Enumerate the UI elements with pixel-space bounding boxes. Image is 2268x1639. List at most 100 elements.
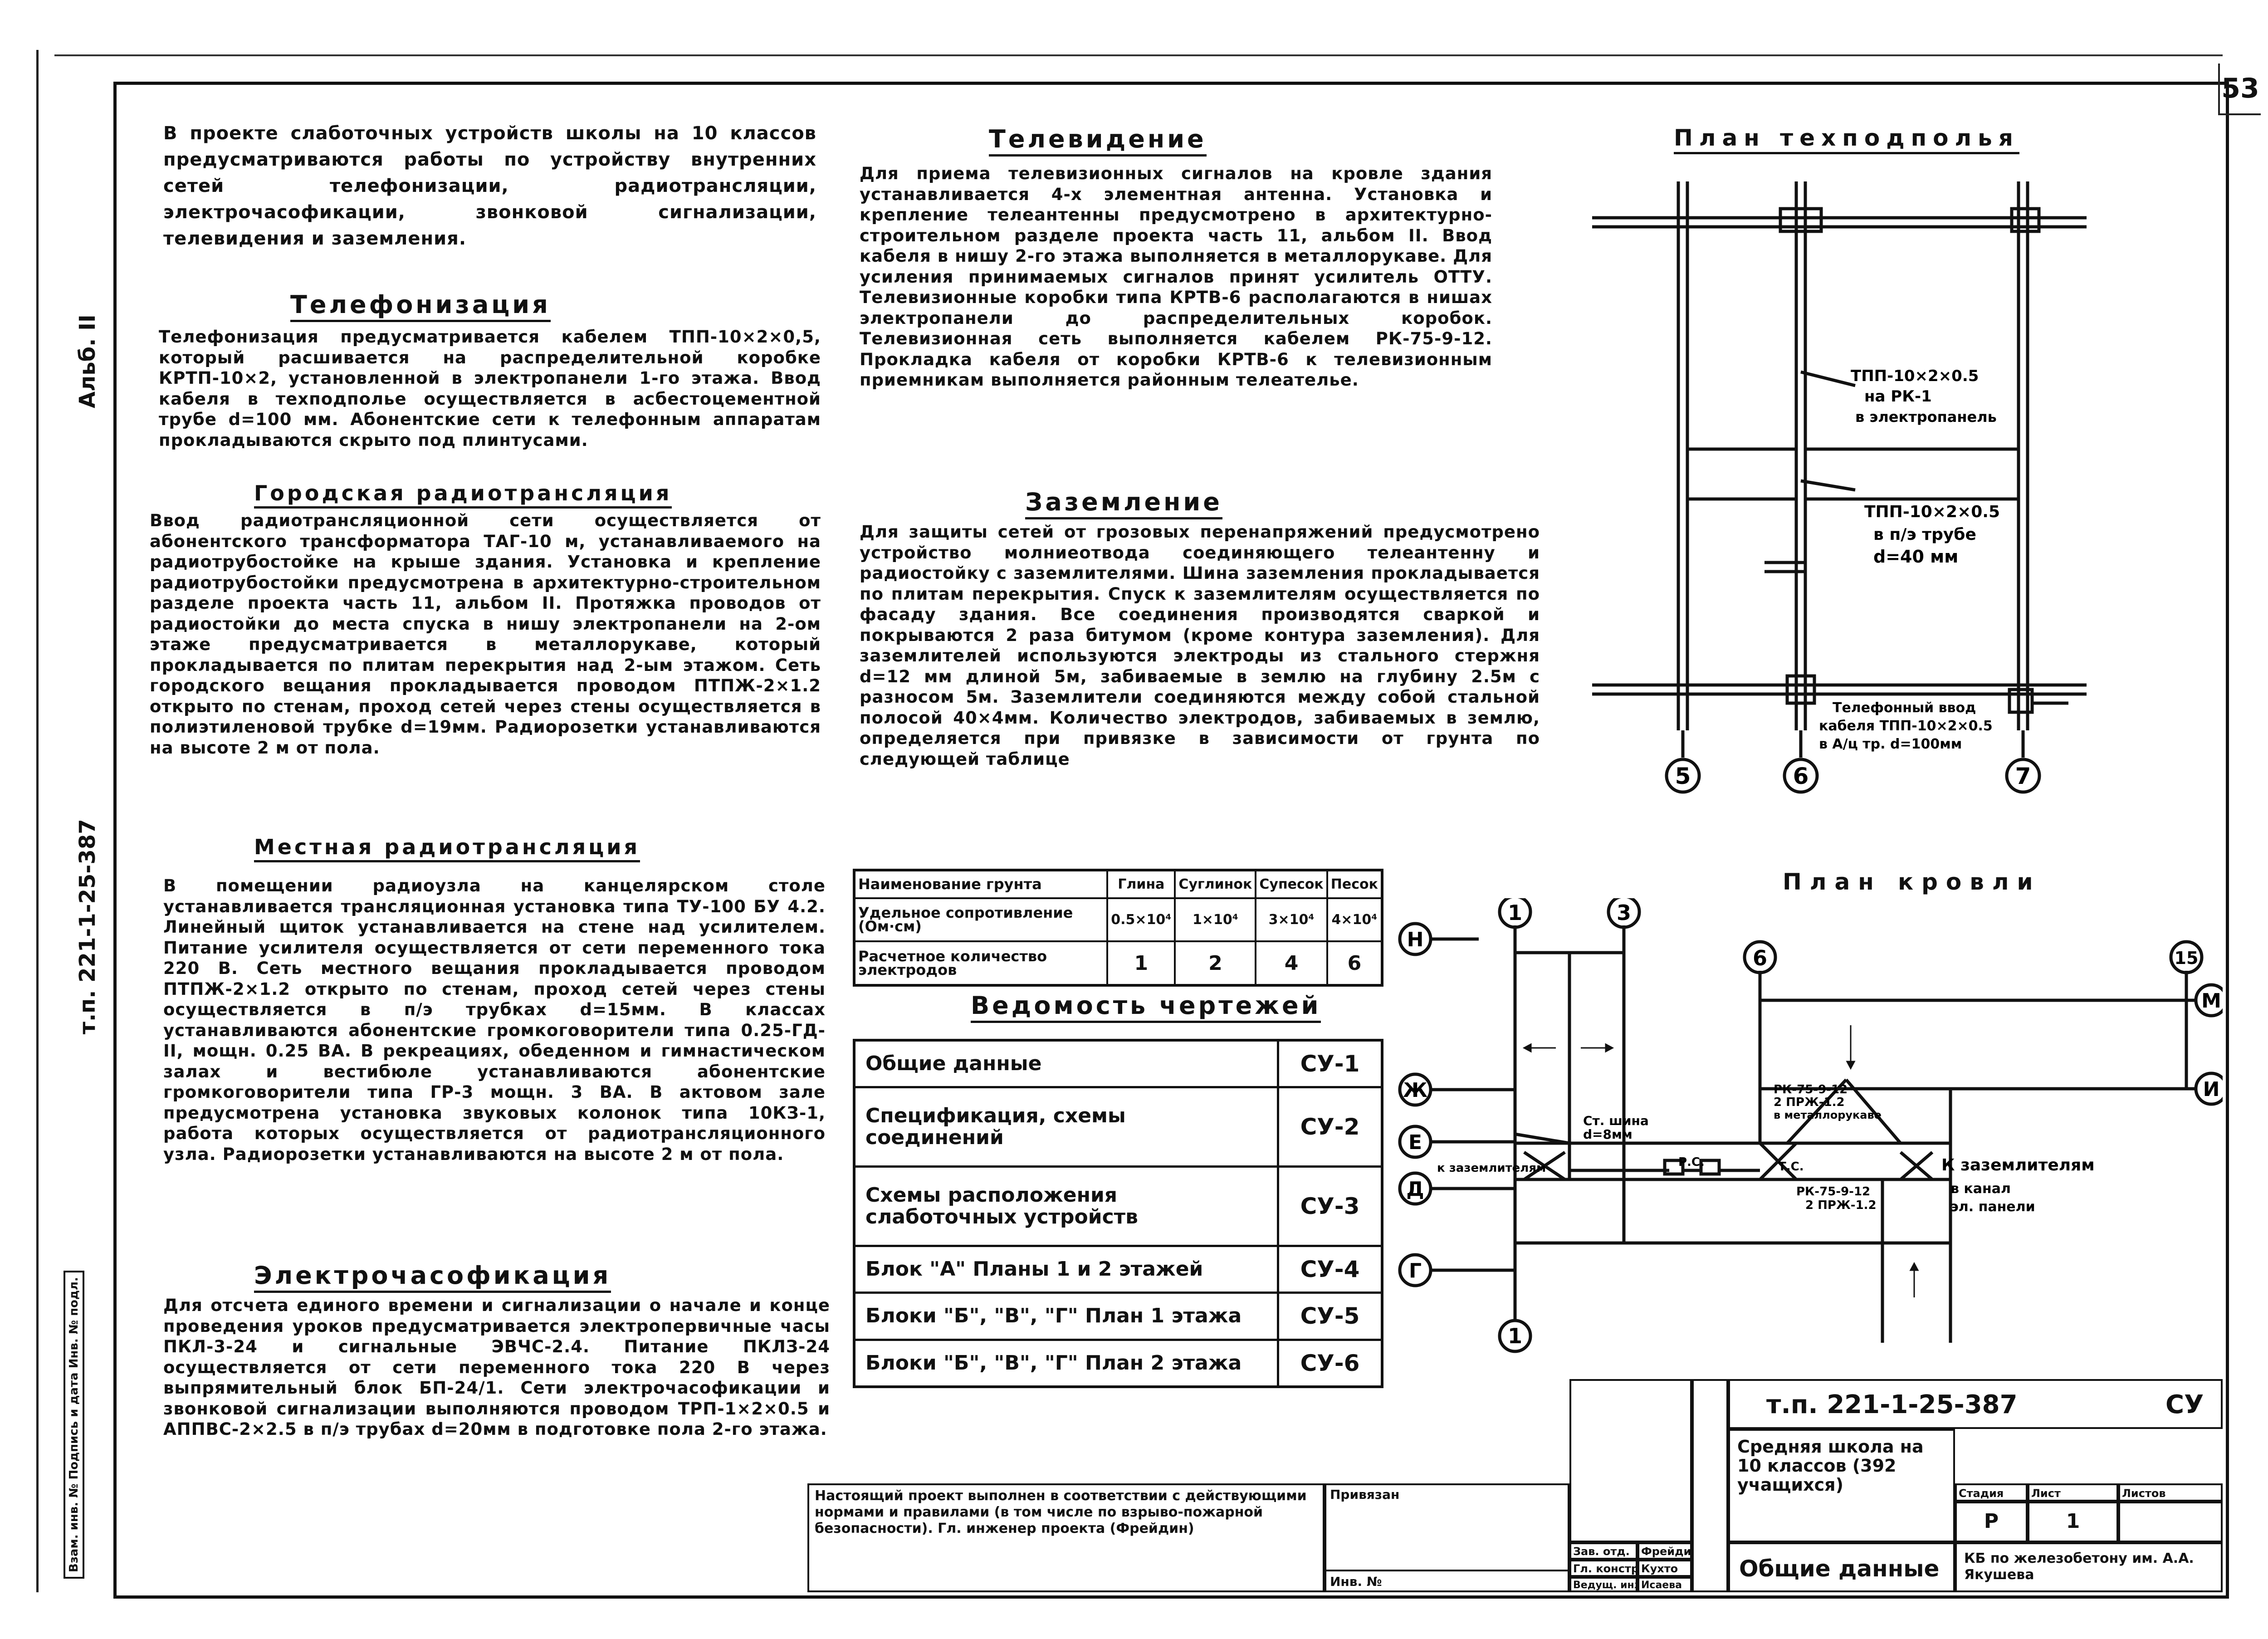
ground-heading: Заземление — [1025, 488, 1222, 519]
grid-area — [1569, 1379, 1692, 1542]
side-stamp: Взам. инв. № Подпись и дата Инв. № подл. — [64, 1271, 84, 1579]
roof-label-rk-top: РК-75-9-12 — [1774, 1083, 1848, 1096]
roof-axis-top: 15 — [2175, 948, 2199, 968]
clock-heading: Электрочасофикация — [254, 1261, 611, 1293]
stage-header: Стадия — [1955, 1483, 2028, 1502]
soil-cell: Расчетное количество электродов — [853, 940, 1109, 986]
basement-axis-7: 7 — [2015, 763, 2031, 789]
page-number: 53 — [2218, 64, 2261, 115]
roof-axis-left: Е — [1408, 1131, 1422, 1154]
basement-note1-l2: на РК-1 — [1864, 387, 1932, 406]
basement-note1-l3: в электропанель — [1855, 408, 1997, 426]
tv-heading: Телевидение — [989, 125, 1207, 157]
radio-local-text: В помещении радиоузла на канцелярском ст… — [163, 876, 826, 1164]
person-name: Кухто — [1637, 1560, 1692, 1577]
basement-note3-l1: Телефонный ввод — [1833, 700, 1976, 716]
sheet-code: СУ-3 — [1277, 1165, 1383, 1248]
project-code: т.п. 221-1-25-387 — [1766, 1390, 2018, 1419]
sheet-name-cell: Общие данные — [1728, 1542, 1955, 1592]
basement-plan-title: План техподполья — [1674, 125, 2019, 154]
soil-header-cell: Суглинок — [1174, 869, 1257, 899]
sheet-name: Спецификация, схемы соединений — [853, 1086, 1279, 1168]
soil-header-cell: Глина — [1106, 869, 1176, 899]
soil-cell: 4 — [1255, 940, 1328, 986]
soil-cell: 3×10⁴ — [1255, 897, 1328, 943]
roof-label-rk-top: в металлорукаве — [1774, 1109, 1882, 1121]
school-name: Средняя школа на 10 классов (392 учащихс… — [1728, 1429, 1955, 1542]
soil-cell: 6 — [1326, 940, 1383, 986]
drawing-mark: СУ — [2165, 1390, 2204, 1419]
left-border-line — [36, 50, 39, 1592]
sheet-code: СУ-1 — [1277, 1039, 1383, 1089]
sheet-name: Схемы расположения слаботочных устройств — [853, 1165, 1279, 1248]
top-border-line — [54, 54, 2223, 56]
roof-axis-left: Г — [1409, 1259, 1422, 1282]
radio-city-text: Ввод радиотрансляционной сети осуществля… — [150, 511, 821, 758]
roof-axis-left: Д — [1406, 1178, 1424, 1201]
sheet-row: Схемы расположения слаботочных устройств… — [853, 1165, 1383, 1248]
person-name: Исаева — [1637, 1577, 1692, 1592]
roof-axis-bottom: 1 — [1508, 1324, 1522, 1348]
ground-text: Для защиты сетей от грозовых перенапряже… — [860, 522, 1540, 769]
basement-axis-5: 5 — [1675, 763, 1691, 789]
basement-note2-l3: d=40 мм — [1873, 547, 1958, 567]
stage-value: Р — [1955, 1502, 2028, 1542]
roof-label-shina: Ст. шина — [1583, 1113, 1649, 1128]
album-label: Альб. II — [75, 314, 100, 408]
basement-note2-l1: ТПП-10×2×0.5 — [1864, 503, 2000, 521]
soil-header-cell: Супесок — [1255, 869, 1328, 899]
sheets-heading: Ведомость чертежей — [971, 991, 1321, 1023]
soil-table-header: Наименование грунта Глина Суглинок Супес… — [853, 869, 1383, 899]
telephone-text: Телефонизация предусматривается кабелем … — [159, 327, 821, 450]
sheet-code: СУ-6 — [1277, 1338, 1383, 1388]
clock-text: Для отсчета единого времени и сигнализац… — [163, 1296, 830, 1439]
organization: КБ по железобетону им. А.А. Якушева — [1955, 1542, 2223, 1592]
soil-cell: 1 — [1106, 940, 1176, 986]
sheet-name: Общие данные — [853, 1039, 1279, 1089]
person-role: Ведущ. инж. — [1569, 1577, 1637, 1592]
roof-label-ground-left: к заземлителям — [1437, 1161, 1546, 1175]
signature-column — [1692, 1379, 1728, 1592]
basement-note2-l2: в п/э трубе — [1873, 525, 1976, 544]
code-cell: т.п. 221-1-25-387 СУ — [1728, 1379, 2223, 1429]
sheet-name: Блоки "Б", "В", "Г" План 2 этажа — [853, 1338, 1279, 1388]
soil-cell: 1×10⁴ — [1174, 897, 1257, 943]
soil-header-cell: Песок — [1326, 869, 1383, 899]
sheet-name: Блок "А" Планы 1 и 2 этажей — [853, 1245, 1279, 1294]
person-name: Фрейдин — [1637, 1542, 1692, 1560]
basement-note1-l1: ТПП-10×2×0.5 — [1851, 367, 1979, 385]
person-role: Гл. констр. — [1569, 1560, 1637, 1577]
roof-plan-title: План кровли — [1783, 869, 2041, 895]
soil-table-row: Удельное сопротивление (Ом·см) 0.5×10⁴ 1… — [853, 897, 1383, 943]
roof-label-rk-bottom: РК-75-9-12 — [1796, 1185, 1870, 1199]
inv-label: Инв. № — [1325, 1570, 1569, 1592]
roof-label-rs: Р.С. — [1678, 1155, 1705, 1169]
norms-note: Настоящий проект выполнен в соответствии… — [807, 1483, 1325, 1592]
roof-axis-top: 3 — [1617, 900, 1631, 925]
sheets-value — [2118, 1502, 2223, 1542]
sheets-header: Листов — [2118, 1483, 2223, 1502]
roof-label-ground-right: эл. панели — [1950, 1199, 2035, 1215]
roof-axis-left: Н — [1407, 928, 1424, 951]
soil-cell: Удельное сопротивление (Ом·см) — [853, 897, 1109, 943]
sheet-code: СУ-2 — [1277, 1086, 1383, 1168]
soil-cell: 2 — [1174, 940, 1257, 986]
basement-note3-l3: в А/ц тр. d=100мм — [1819, 736, 1962, 752]
roof-axis-top: 6 — [1753, 946, 1767, 970]
roof-axis-right: М — [2201, 989, 2221, 1013]
soil-header-cell: Наименование грунта — [853, 869, 1109, 899]
telephone-heading: Телефонизация — [290, 290, 551, 322]
side-project-code: т.п. 221-1-25-387 — [75, 819, 100, 1034]
basement-plan-drawing: 5 6 7 ТПП-10×2×0.5 на РК-1 в электропане… — [1592, 181, 2087, 794]
soil-table: Наименование грунта Глина Суглинок Супес… — [853, 869, 1383, 987]
roof-label-ground-right: в канал — [1950, 1181, 2011, 1197]
radio-local-heading: Местная радиотрансляция — [254, 835, 640, 862]
roof-label-ts: Т.С. — [1778, 1160, 1804, 1174]
roof-axis-left: Ж — [1403, 1079, 1427, 1102]
